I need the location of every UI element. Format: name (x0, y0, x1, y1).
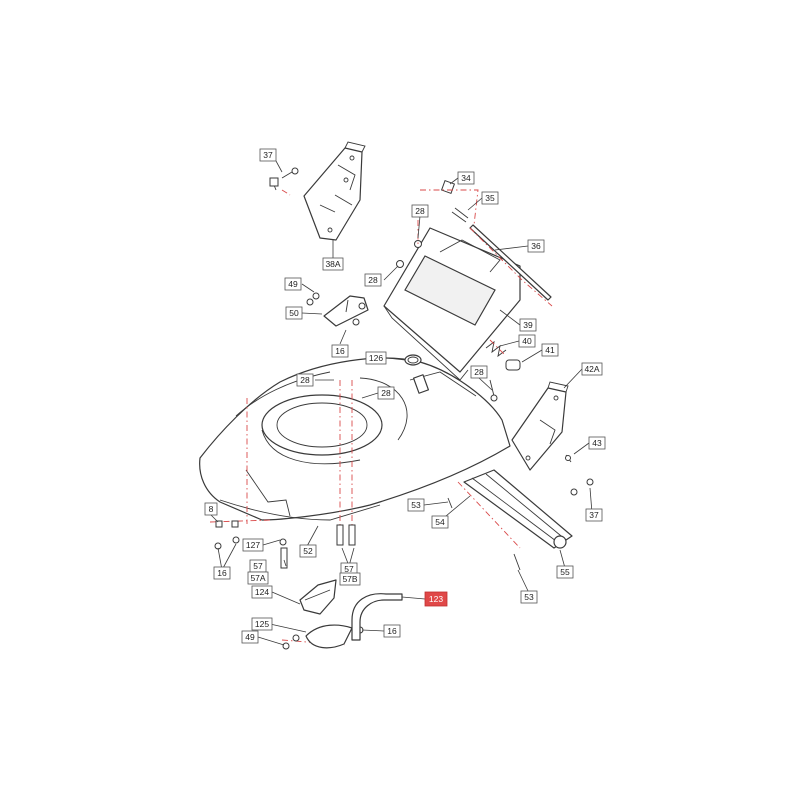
assembly-dashes (209, 189, 553, 646)
svg-text:49: 49 (288, 279, 298, 289)
svg-text:42A: 42A (584, 364, 599, 374)
callout-28: 28 (470, 365, 488, 379)
callout-54: 54 (431, 515, 449, 529)
callout-28: 28 (364, 273, 382, 287)
svg-text:8: 8 (209, 504, 214, 514)
bolt-43 (565, 454, 572, 463)
callout-labels: 37 38A 34 35 28 36 28 49 50 16 39 40 41 … (204, 148, 606, 644)
svg-text:126: 126 (369, 353, 383, 363)
svg-text:49: 49 (245, 632, 255, 642)
svg-text:41: 41 (545, 345, 555, 355)
callout-49: 49 (284, 277, 302, 291)
callout-57: 57 (249, 559, 267, 573)
svg-text:28: 28 (474, 367, 484, 377)
callout-28: 28 (411, 204, 429, 218)
callout-16: 16 (383, 624, 401, 638)
svg-text:38A: 38A (325, 259, 340, 269)
mower-deck (199, 357, 511, 521)
callout-16: 16 (213, 566, 231, 580)
svg-text:57B: 57B (342, 574, 357, 584)
svg-text:28: 28 (381, 388, 391, 398)
left-bolts (214, 520, 240, 550)
callout-125: 125 (251, 617, 273, 631)
svg-text:16: 16 (217, 568, 227, 578)
svg-text:125: 125 (255, 619, 269, 629)
callout-123-highlighted: 123 (424, 591, 448, 607)
svg-text:54: 54 (435, 517, 445, 527)
callout-55: 55 (556, 565, 574, 579)
right-hinge-bracket (511, 381, 569, 471)
deck-bolts (279, 524, 356, 569)
callout-16: 16 (331, 344, 349, 358)
loop-part-123 (351, 593, 403, 641)
bolt-28-right (489, 379, 498, 402)
callout-28: 28 (377, 386, 395, 400)
rear-rod (469, 224, 552, 301)
svg-text:28: 28 (368, 275, 378, 285)
svg-text:35: 35 (485, 193, 495, 203)
spring-40 (485, 340, 507, 358)
svg-text:39: 39 (523, 320, 533, 330)
callout-52: 52 (299, 544, 317, 558)
callout-36: 36 (527, 239, 545, 253)
callout-40: 40 (518, 334, 536, 348)
callout-37: 37 (585, 508, 603, 522)
callout-8: 8 (204, 502, 218, 516)
mulch-plate-125 (282, 624, 364, 650)
callout-28: 28 (296, 373, 314, 387)
callout-37: 37 (259, 148, 277, 162)
rear-guard (447, 469, 573, 571)
callout-57b: 57B (339, 572, 361, 586)
rod-end-caps (440, 179, 469, 223)
svg-text:40: 40 (522, 336, 532, 346)
callout-126: 126 (365, 351, 387, 365)
leader-lines (210, 160, 593, 646)
callout-42a: 42A (581, 362, 603, 376)
svg-text:37: 37 (263, 150, 273, 160)
height-adjust-plate (306, 292, 369, 327)
callout-39: 39 (519, 318, 537, 332)
svg-text:50: 50 (289, 308, 299, 318)
bolt-37-right (570, 478, 594, 496)
svg-text:57: 57 (253, 561, 263, 571)
svg-text:16: 16 (387, 626, 397, 636)
svg-text:53: 53 (524, 592, 534, 602)
bushing-126 (404, 354, 422, 366)
left-hinge-bracket (303, 141, 366, 241)
svg-text:55: 55 (560, 567, 570, 577)
svg-text:43: 43 (592, 438, 602, 448)
side-discharge-cover-124 (299, 579, 337, 615)
svg-text:28: 28 (415, 206, 425, 216)
callout-34: 34 (457, 171, 475, 185)
svg-text:127: 127 (246, 540, 260, 550)
callout-49: 49 (241, 630, 259, 644)
callout-50: 50 (285, 306, 303, 320)
svg-text:57A: 57A (250, 573, 265, 583)
svg-text:52: 52 (303, 546, 313, 556)
svg-text:34: 34 (461, 173, 471, 183)
svg-text:16: 16 (335, 346, 345, 356)
callout-53: 53 (407, 498, 425, 512)
svg-text:57: 57 (344, 564, 354, 574)
svg-text:36: 36 (531, 241, 541, 251)
callout-53: 53 (520, 590, 538, 604)
callout-35: 35 (481, 191, 499, 205)
svg-text:124: 124 (255, 587, 269, 597)
callout-127: 127 (242, 538, 264, 552)
bushing-41 (505, 359, 521, 371)
callout-57a: 57A (247, 571, 269, 585)
svg-text:53: 53 (411, 500, 421, 510)
svg-text:28: 28 (300, 375, 310, 385)
bolt-37-left (269, 167, 299, 191)
svg-text:37: 37 (589, 510, 599, 520)
callout-41: 41 (541, 343, 559, 357)
callout-38a: 38A (322, 257, 344, 271)
svg-text:123: 123 (429, 594, 443, 604)
callout-124: 124 (251, 585, 273, 599)
callout-43: 43 (588, 436, 606, 450)
